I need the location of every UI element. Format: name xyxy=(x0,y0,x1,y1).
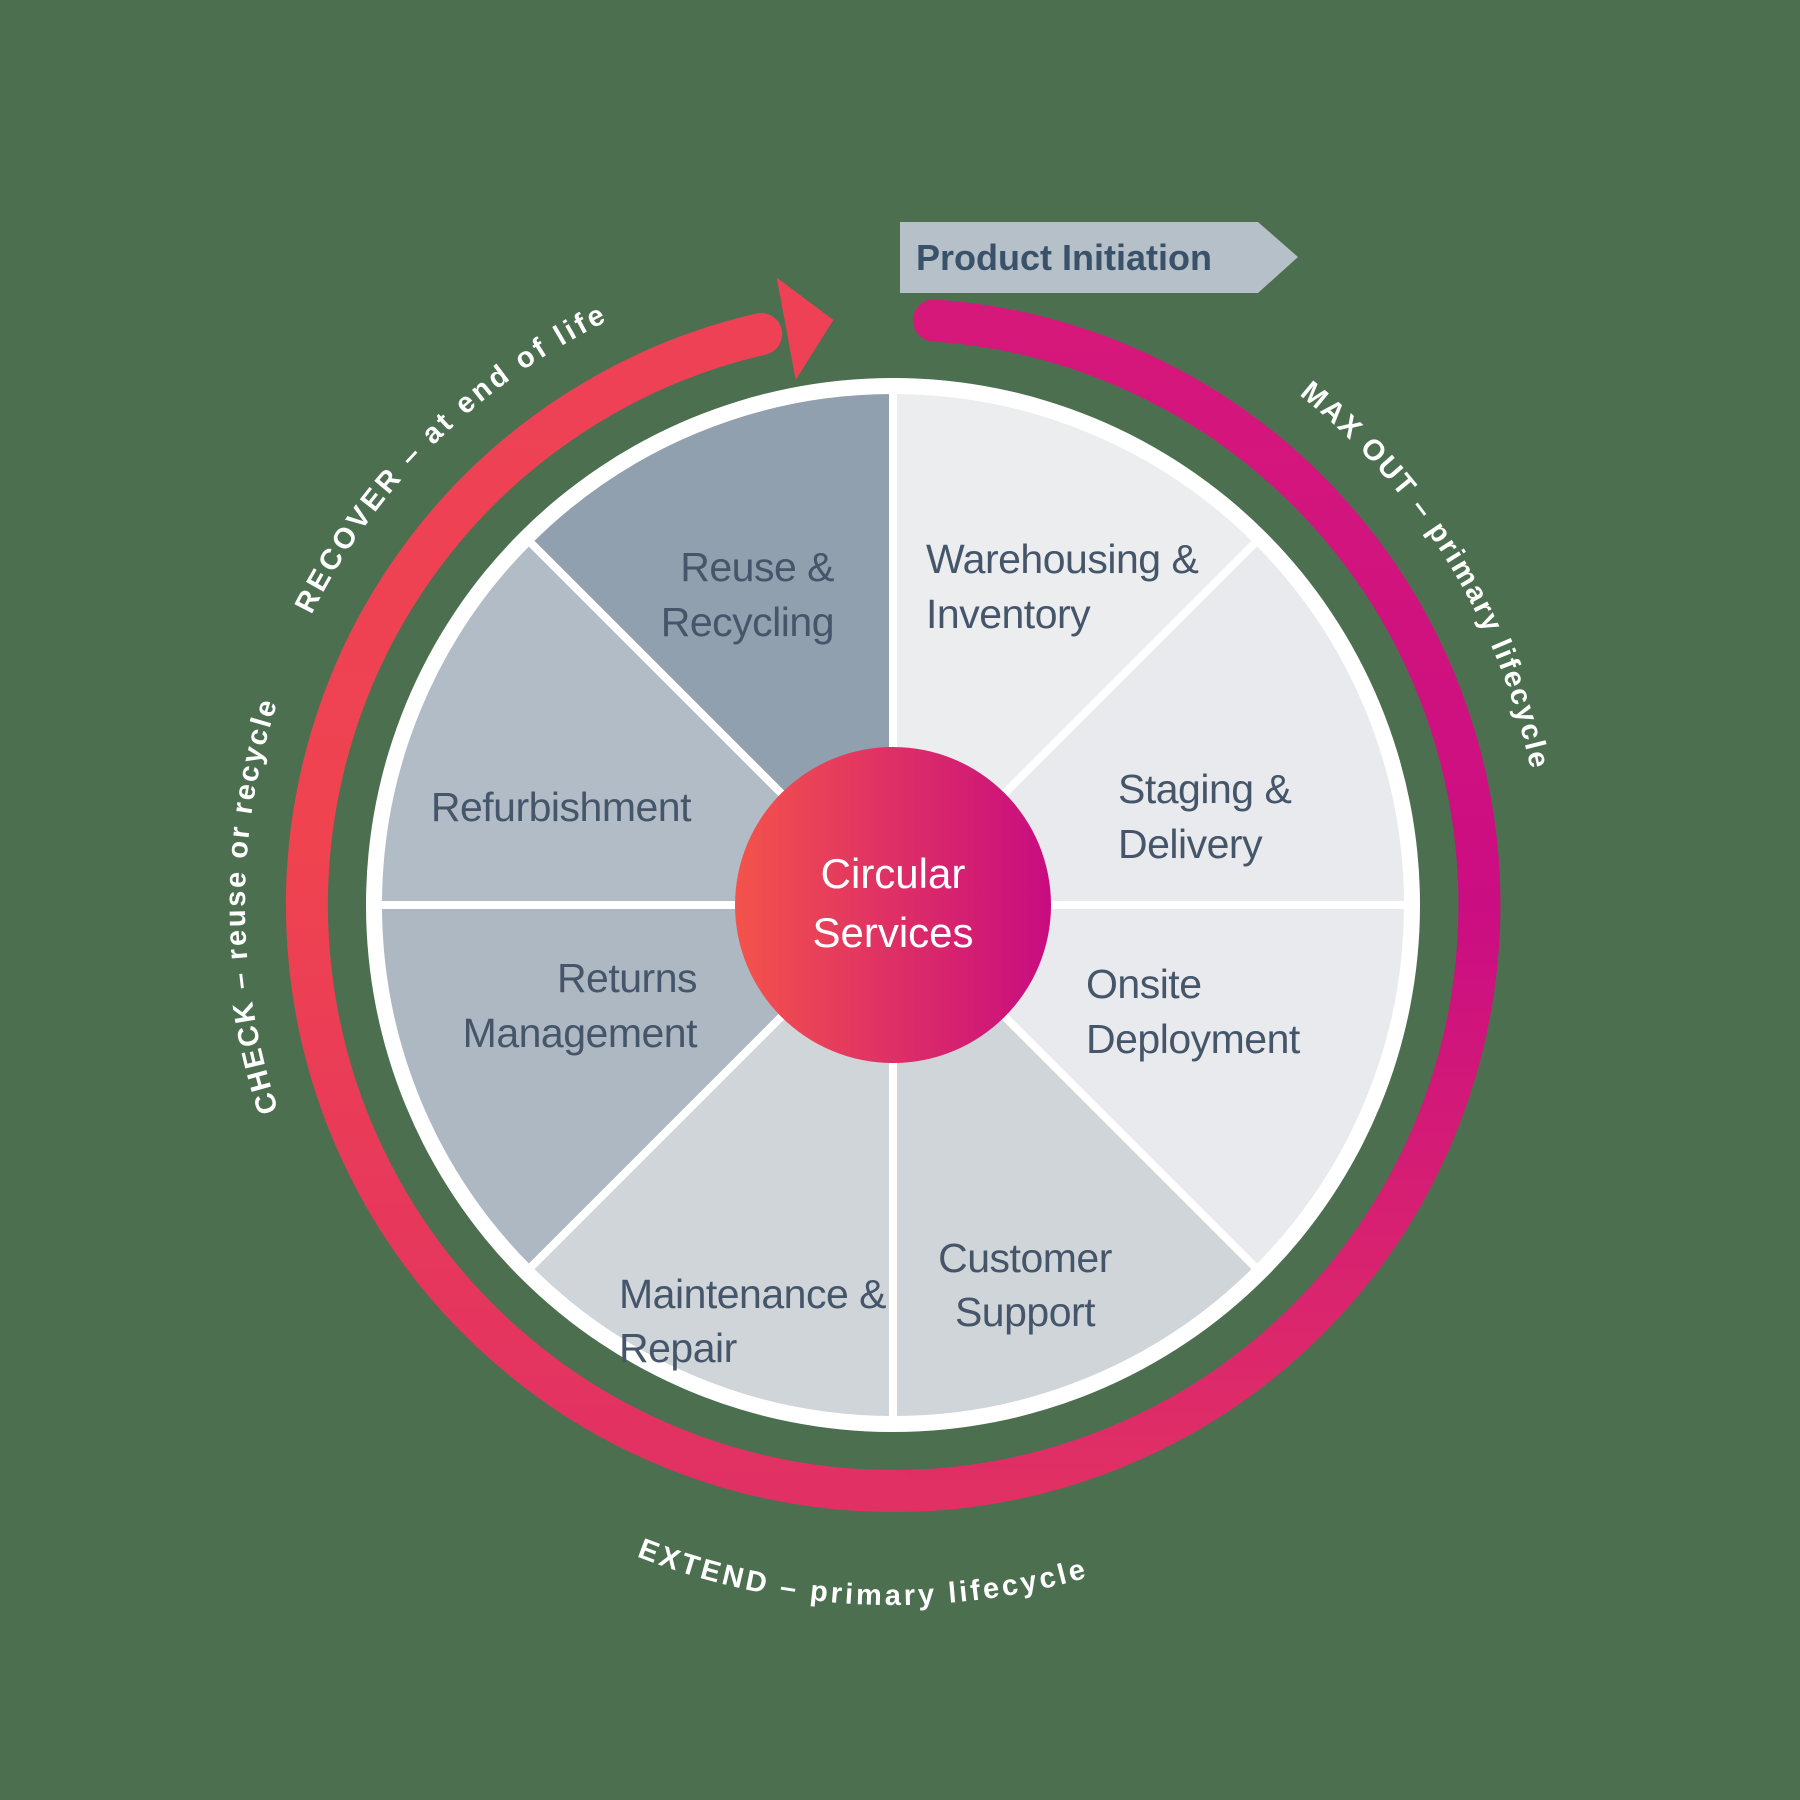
segment-label-staging-line2: Delivery xyxy=(1118,821,1263,867)
segment-label-reuse-line1: Reuse & xyxy=(680,544,834,590)
segment-label-onsite-line1: Onsite xyxy=(1086,961,1202,1007)
center-circle xyxy=(735,747,1051,1063)
segment-label-staging-line1: Staging & xyxy=(1118,766,1291,812)
product-initiation-label: Product Initiation xyxy=(916,237,1212,278)
product-initiation: Product Initiation xyxy=(900,222,1298,293)
product-initiation-banner xyxy=(900,222,1298,293)
segment-label-maintenance-line2: Repair xyxy=(619,1325,737,1371)
segment-label-reuse-line2: Recycling xyxy=(661,599,834,645)
lifecycle-ring xyxy=(285,277,1501,1512)
segment-label-returns-line1: Returns xyxy=(557,955,697,1001)
segment-label-returns-line2: Management xyxy=(463,1010,698,1056)
segment-label-maintenance-line1: Maintenance & xyxy=(619,1271,886,1317)
segment-label-customer-line1: Customer xyxy=(938,1235,1112,1281)
lifecycle-ring-arc-right xyxy=(872,299,1501,1512)
center-label-line1: Circular xyxy=(821,850,966,897)
center-label-line2: Services xyxy=(812,909,973,956)
segment-label-warehousing-line1: Warehousing & xyxy=(926,536,1198,582)
wheel: Warehousing & Inventory Staging & Delive… xyxy=(366,378,1420,1432)
segment-label-refurbishment: Refurbishment xyxy=(431,784,692,830)
ring-arrowhead-icon xyxy=(776,277,834,380)
segment-label-warehousing-line2: Inventory xyxy=(926,591,1091,637)
lifecycle-ring-arc-left xyxy=(285,313,914,1512)
segment-label-customer-line2: Support xyxy=(955,1289,1096,1335)
segment-label-onsite-line2: Deployment xyxy=(1086,1016,1301,1062)
